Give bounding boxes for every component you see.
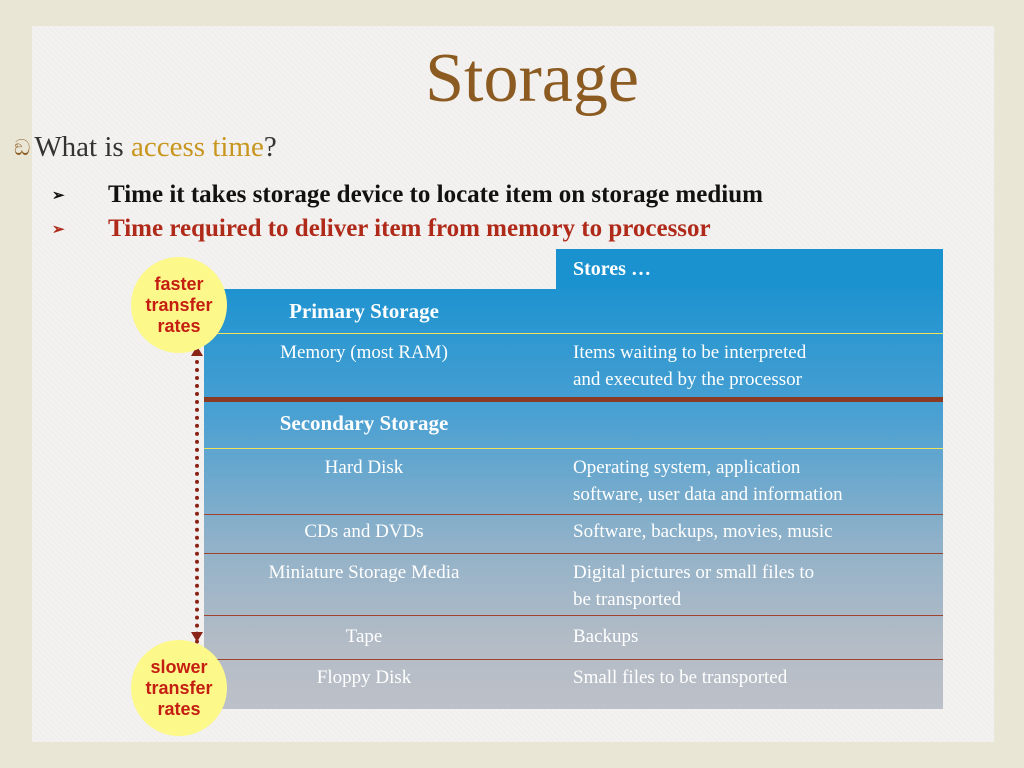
stores-line-2: and executed by the processor <box>573 369 802 390</box>
table-row: Miniature Storage Media Digital pictures… <box>204 559 943 619</box>
badge-line: faster <box>154 273 204 294</box>
arrow-bullet-icon: ➢ <box>52 221 65 238</box>
ornament-bullet-icon: ඞ <box>14 134 30 160</box>
primary-storage-label: Primary Storage <box>289 299 439 323</box>
question-suffix: ? <box>263 131 277 163</box>
stores-cell: Digital pictures or small files to be tr… <box>573 559 943 613</box>
device-cell: Hard Disk <box>324 457 404 478</box>
speed-scale-dotted-line <box>195 352 199 644</box>
divider <box>204 659 943 660</box>
badge-line: rates <box>157 315 201 336</box>
device-cell: Memory (most RAM) <box>280 342 448 363</box>
question-prefix: What is <box>34 131 131 163</box>
bullet-item-2: ➢ Time required to deliver item from mem… <box>52 215 711 243</box>
storage-table: Stores … Primary Storage Memory (most RA… <box>204 249 943 709</box>
stores-line-1: Items waiting to be interpreted <box>573 342 807 363</box>
stores-cell: Items waiting to be interpreted and exec… <box>573 339 943 393</box>
faster-transfer-rates-badge: faster transfer rates <box>131 257 227 353</box>
stores-cell: Small files to be transported <box>573 667 788 688</box>
primary-storage-header-row: Primary Storage <box>204 289 943 333</box>
divider <box>204 615 943 616</box>
device-cell: Tape <box>345 626 383 647</box>
divider <box>204 514 943 515</box>
stores-cell: Backups <box>573 626 639 647</box>
stores-line-1: Operating system, application <box>573 457 801 478</box>
badge-line: rates <box>157 698 201 719</box>
secondary-storage-label: Secondary Storage <box>279 411 449 435</box>
question-line: ඞ What is access time? <box>14 131 277 164</box>
arrow-bullet-icon: ➢ <box>52 187 65 204</box>
stores-line-2: be transported <box>573 589 682 610</box>
table-row: Tape Backups <box>204 623 943 657</box>
arrow-down-icon <box>191 632 203 642</box>
table-body: Primary Storage Memory (most RAM) Items … <box>204 289 943 709</box>
stores-line-1: Digital pictures or small files to <box>573 562 815 583</box>
table-row: CDs and DVDs Software, backups, movies, … <box>204 518 943 552</box>
section-divider <box>204 397 943 402</box>
stores-cell: Operating system, application software, … <box>573 454 943 508</box>
stores-column-header: Stores … <box>556 249 943 289</box>
badge-line: transfer <box>145 294 213 315</box>
badge-line: slower <box>150 656 208 677</box>
device-cell: Miniature Storage Media <box>268 562 460 583</box>
secondary-storage-header-row: Secondary Storage <box>204 402 943 448</box>
badge-line: transfer <box>145 677 213 698</box>
question-highlight: access time <box>130 131 264 163</box>
stores-cell: Software, backups, movies, music <box>573 521 833 542</box>
device-cell: Floppy Disk <box>316 667 412 688</box>
device-cell: CDs and DVDs <box>304 521 424 542</box>
slower-transfer-rates-badge: slower transfer rates <box>131 640 227 736</box>
bullet-text-1: Time it takes storage device to locate i… <box>108 181 763 208</box>
arrow-up-icon <box>191 346 203 356</box>
bullet-item-1: ➢ Time it takes storage device to locate… <box>52 181 763 209</box>
table-row: Hard Disk Operating system, application … <box>204 454 943 514</box>
bullet-text-2: Time required to deliver item from memor… <box>108 215 711 242</box>
divider <box>204 448 943 449</box>
table-row: Floppy Disk Small files to be transporte… <box>204 664 943 698</box>
slide-title: Storage <box>425 40 639 117</box>
divider <box>204 553 943 554</box>
table-row: Memory (most RAM) Items waiting to be in… <box>204 339 943 399</box>
divider <box>204 333 943 334</box>
stores-line-2: software, user data and information <box>573 484 843 505</box>
